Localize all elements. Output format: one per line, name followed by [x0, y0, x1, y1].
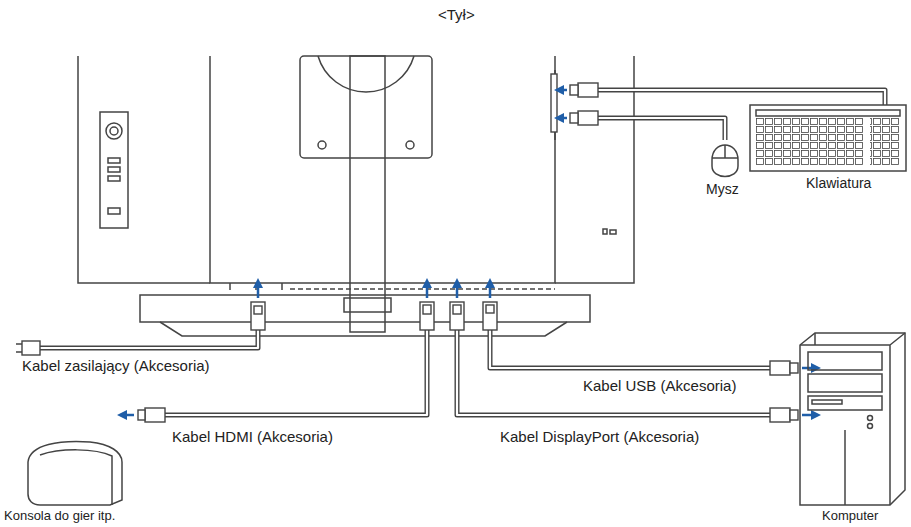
computer-tower — [800, 333, 905, 505]
keyboard — [750, 105, 906, 171]
game-console — [28, 442, 122, 505]
direction-arrows — [122, 90, 816, 415]
part-label: Kabel HDMI (Akcesoria) — [172, 428, 333, 446]
part-label: Kabel DisplayPort (Akcesoria) — [500, 428, 699, 446]
part-label: Mysz — [706, 180, 739, 198]
part-label: Komputer — [822, 507, 878, 525]
monitor-back — [78, 56, 634, 336]
mouse — [712, 145, 738, 177]
plugs — [16, 83, 798, 422]
view-title: <Tył> — [438, 6, 475, 24]
part-label: Konsola do gier itp. — [4, 507, 115, 525]
part-label: Kabel zasilający (Akcesoria) — [22, 357, 210, 375]
part-label: Klawiatura — [806, 174, 871, 192]
part-label: Kabel USB (Akcesoria) — [583, 377, 736, 395]
